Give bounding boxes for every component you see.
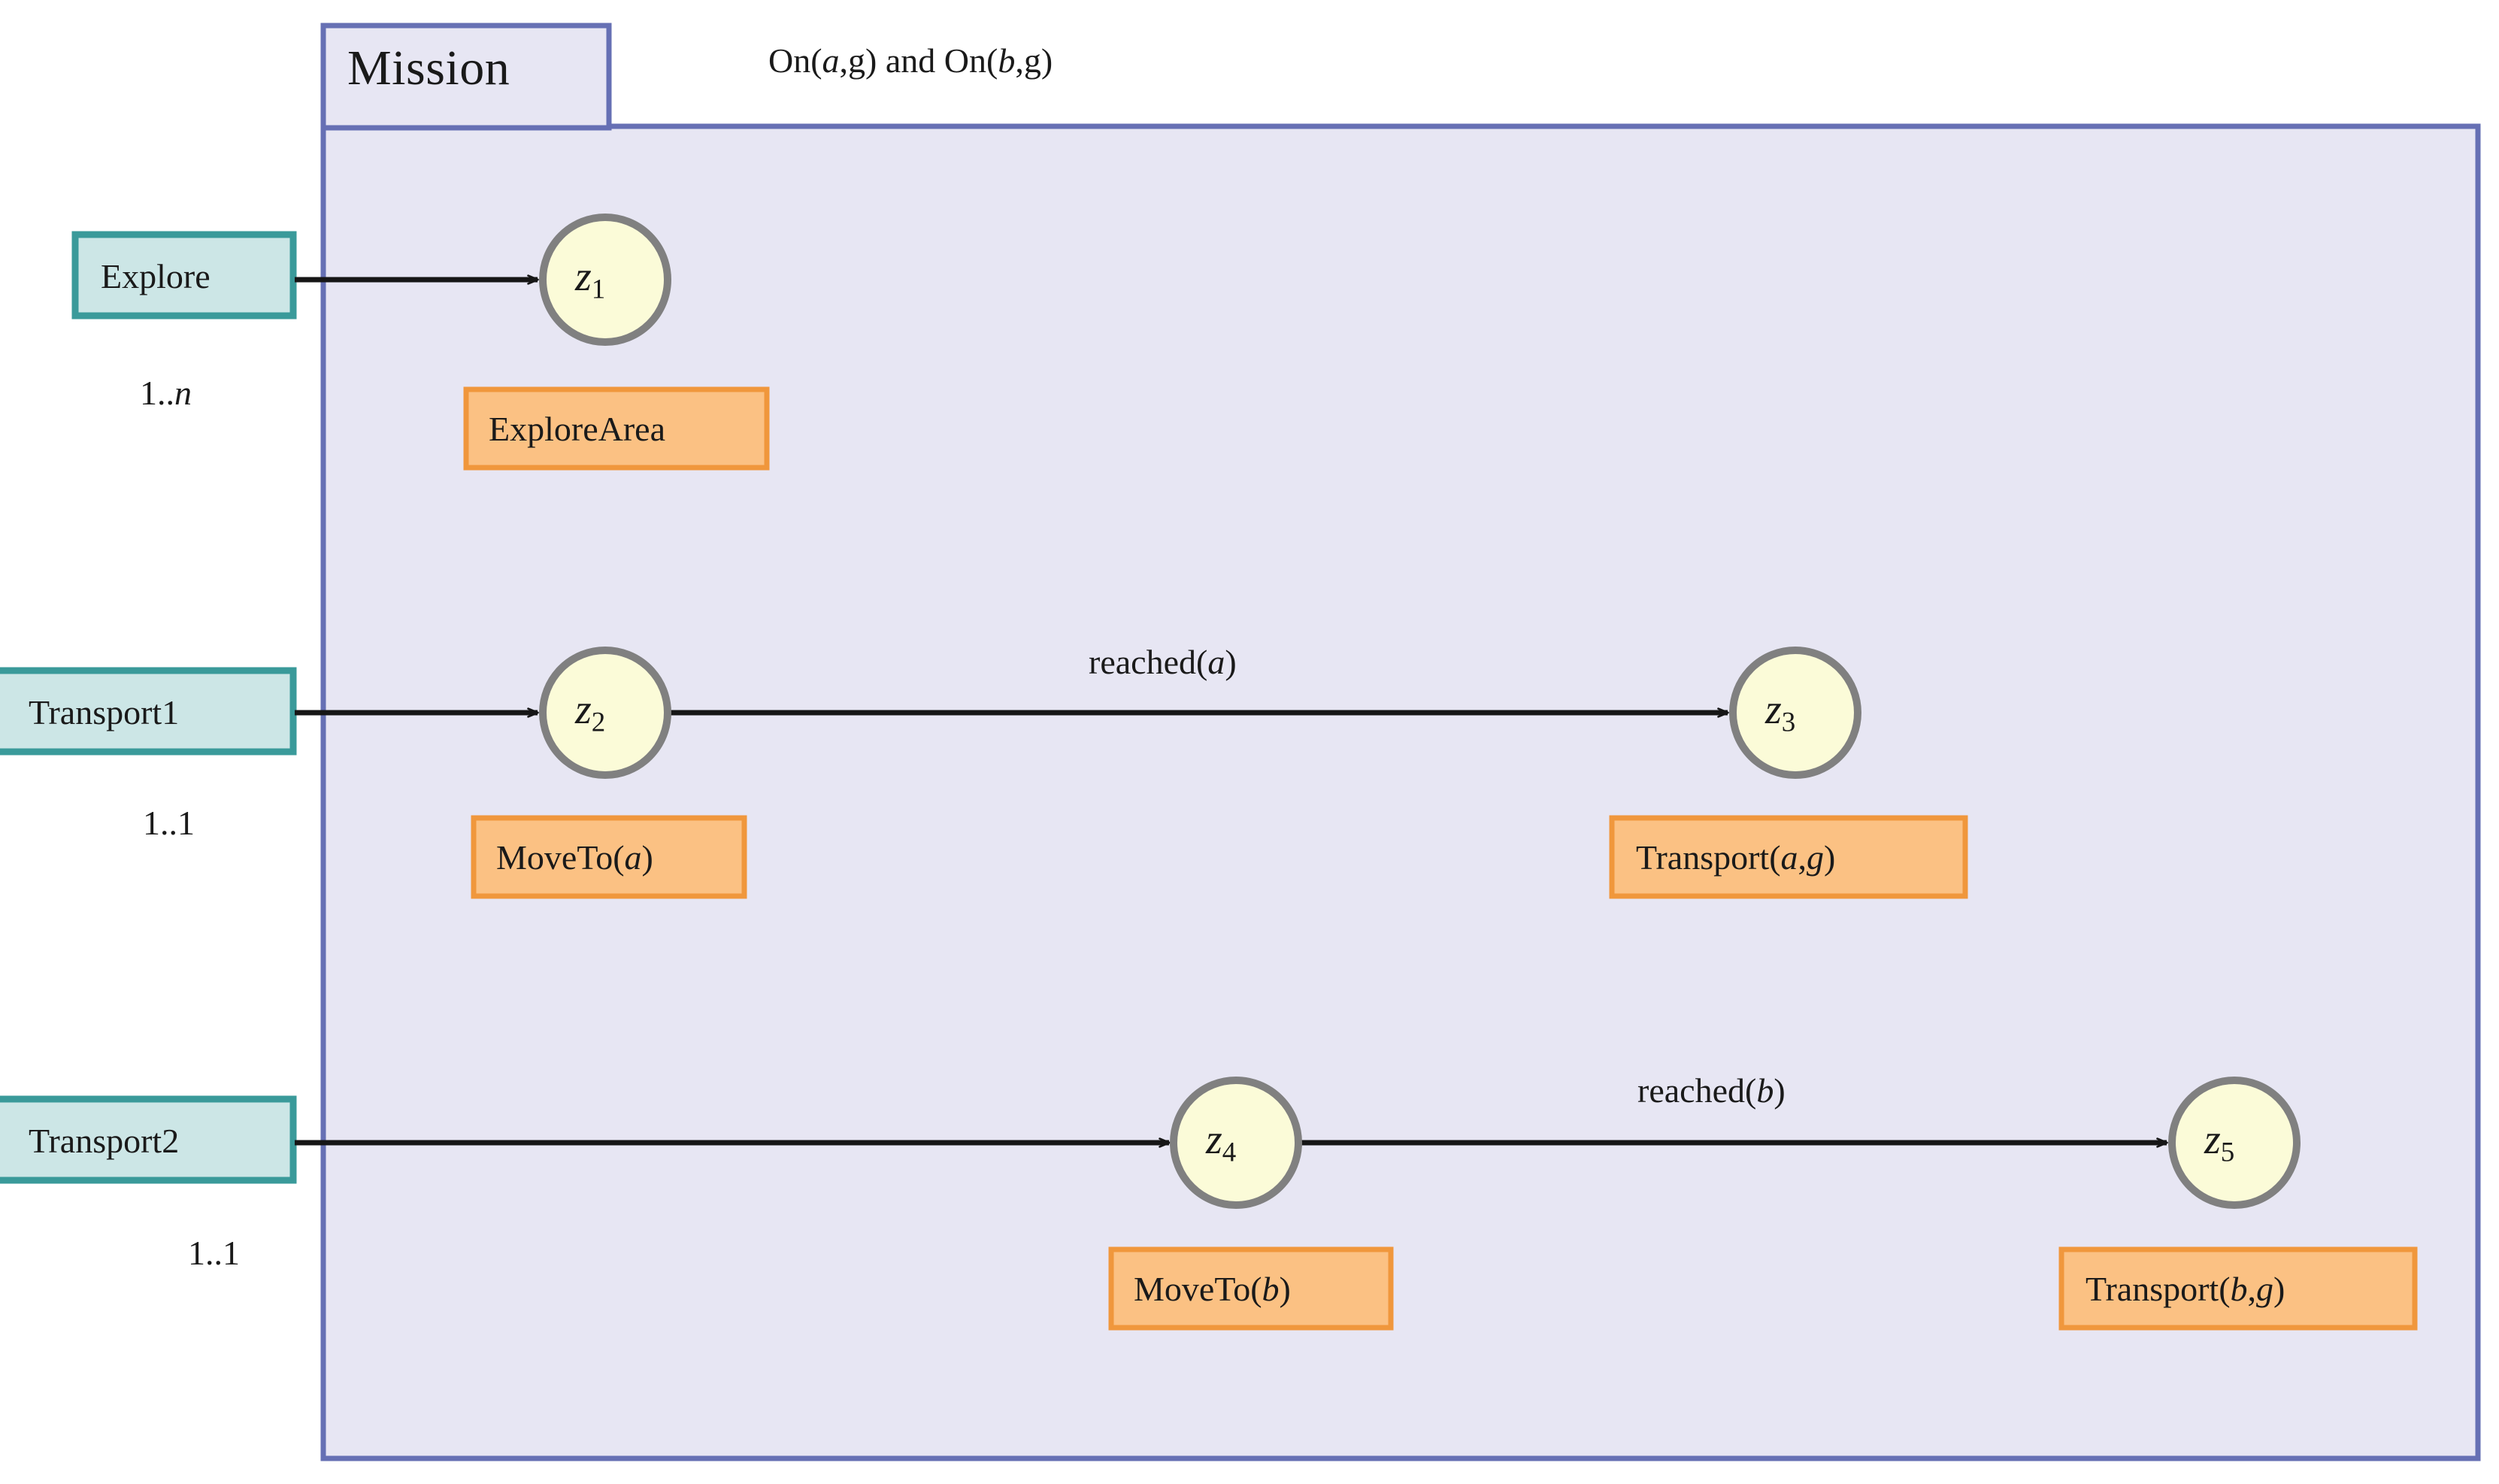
action-label-moveto-a: MoveTo(a): [496, 838, 653, 877]
state-label-z5: z5: [2204, 1116, 2235, 1168]
use-case-box-explore[interactable]: [71, 231, 297, 320]
action-label-transport-a-g: Transport(a,g): [1636, 838, 1836, 877]
state-label-z2: z2: [575, 686, 606, 737]
transition-label-reached-a: reached(a): [1089, 643, 1237, 681]
action-label-transport-b-g: Transport(b,g): [2086, 1270, 2285, 1308]
action-box-moveto-a[interactable]: [471, 815, 747, 899]
mission-title-box: [320, 23, 612, 131]
transition-label-reached-b: reached(b): [1637, 1071, 1786, 1110]
state-label-z3: z3: [1765, 686, 1796, 737]
multiplicity-label-transport1: 1..1: [143, 804, 195, 842]
use-case-box-transport2[interactable]: [0, 1095, 297, 1184]
state-node-z1[interactable]: [539, 214, 671, 346]
use-case-label-explore: Explore: [101, 257, 211, 295]
action-box-transport-b-g[interactable]: [2058, 1246, 2418, 1331]
action-box-moveto-b[interactable]: [1108, 1246, 1394, 1331]
use-case-label-transport2: Transport2: [29, 1122, 180, 1160]
use-case-label-transport1: Transport1: [29, 693, 180, 731]
state-node-z5[interactable]: [2168, 1077, 2301, 1209]
mission-container-body: [320, 123, 2481, 1461]
state-node-z3[interactable]: [1729, 647, 1861, 779]
multiplicity-label-transport2: 1..1: [188, 1234, 240, 1272]
action-label-moveto-b: MoveTo(b): [1134, 1270, 1291, 1308]
action-label-explore-area: ExploreArea: [489, 410, 665, 448]
state-label-z1: z1: [575, 253, 606, 304]
action-box-explore-area[interactable]: [463, 386, 770, 471]
state-label-z4: z4: [1206, 1116, 1237, 1168]
action-box-transport-a-g[interactable]: [1609, 815, 1968, 899]
mission-title-label: Mission: [347, 41, 510, 95]
state-node-z2[interactable]: [539, 647, 671, 779]
mission-goal-formula: On(a,g) and On(b,g): [768, 41, 1053, 80]
use-case-box-transport1[interactable]: [0, 667, 297, 756]
multiplicity-label-explore: 1..n: [140, 374, 192, 412]
state-node-z4[interactable]: [1170, 1077, 1302, 1209]
